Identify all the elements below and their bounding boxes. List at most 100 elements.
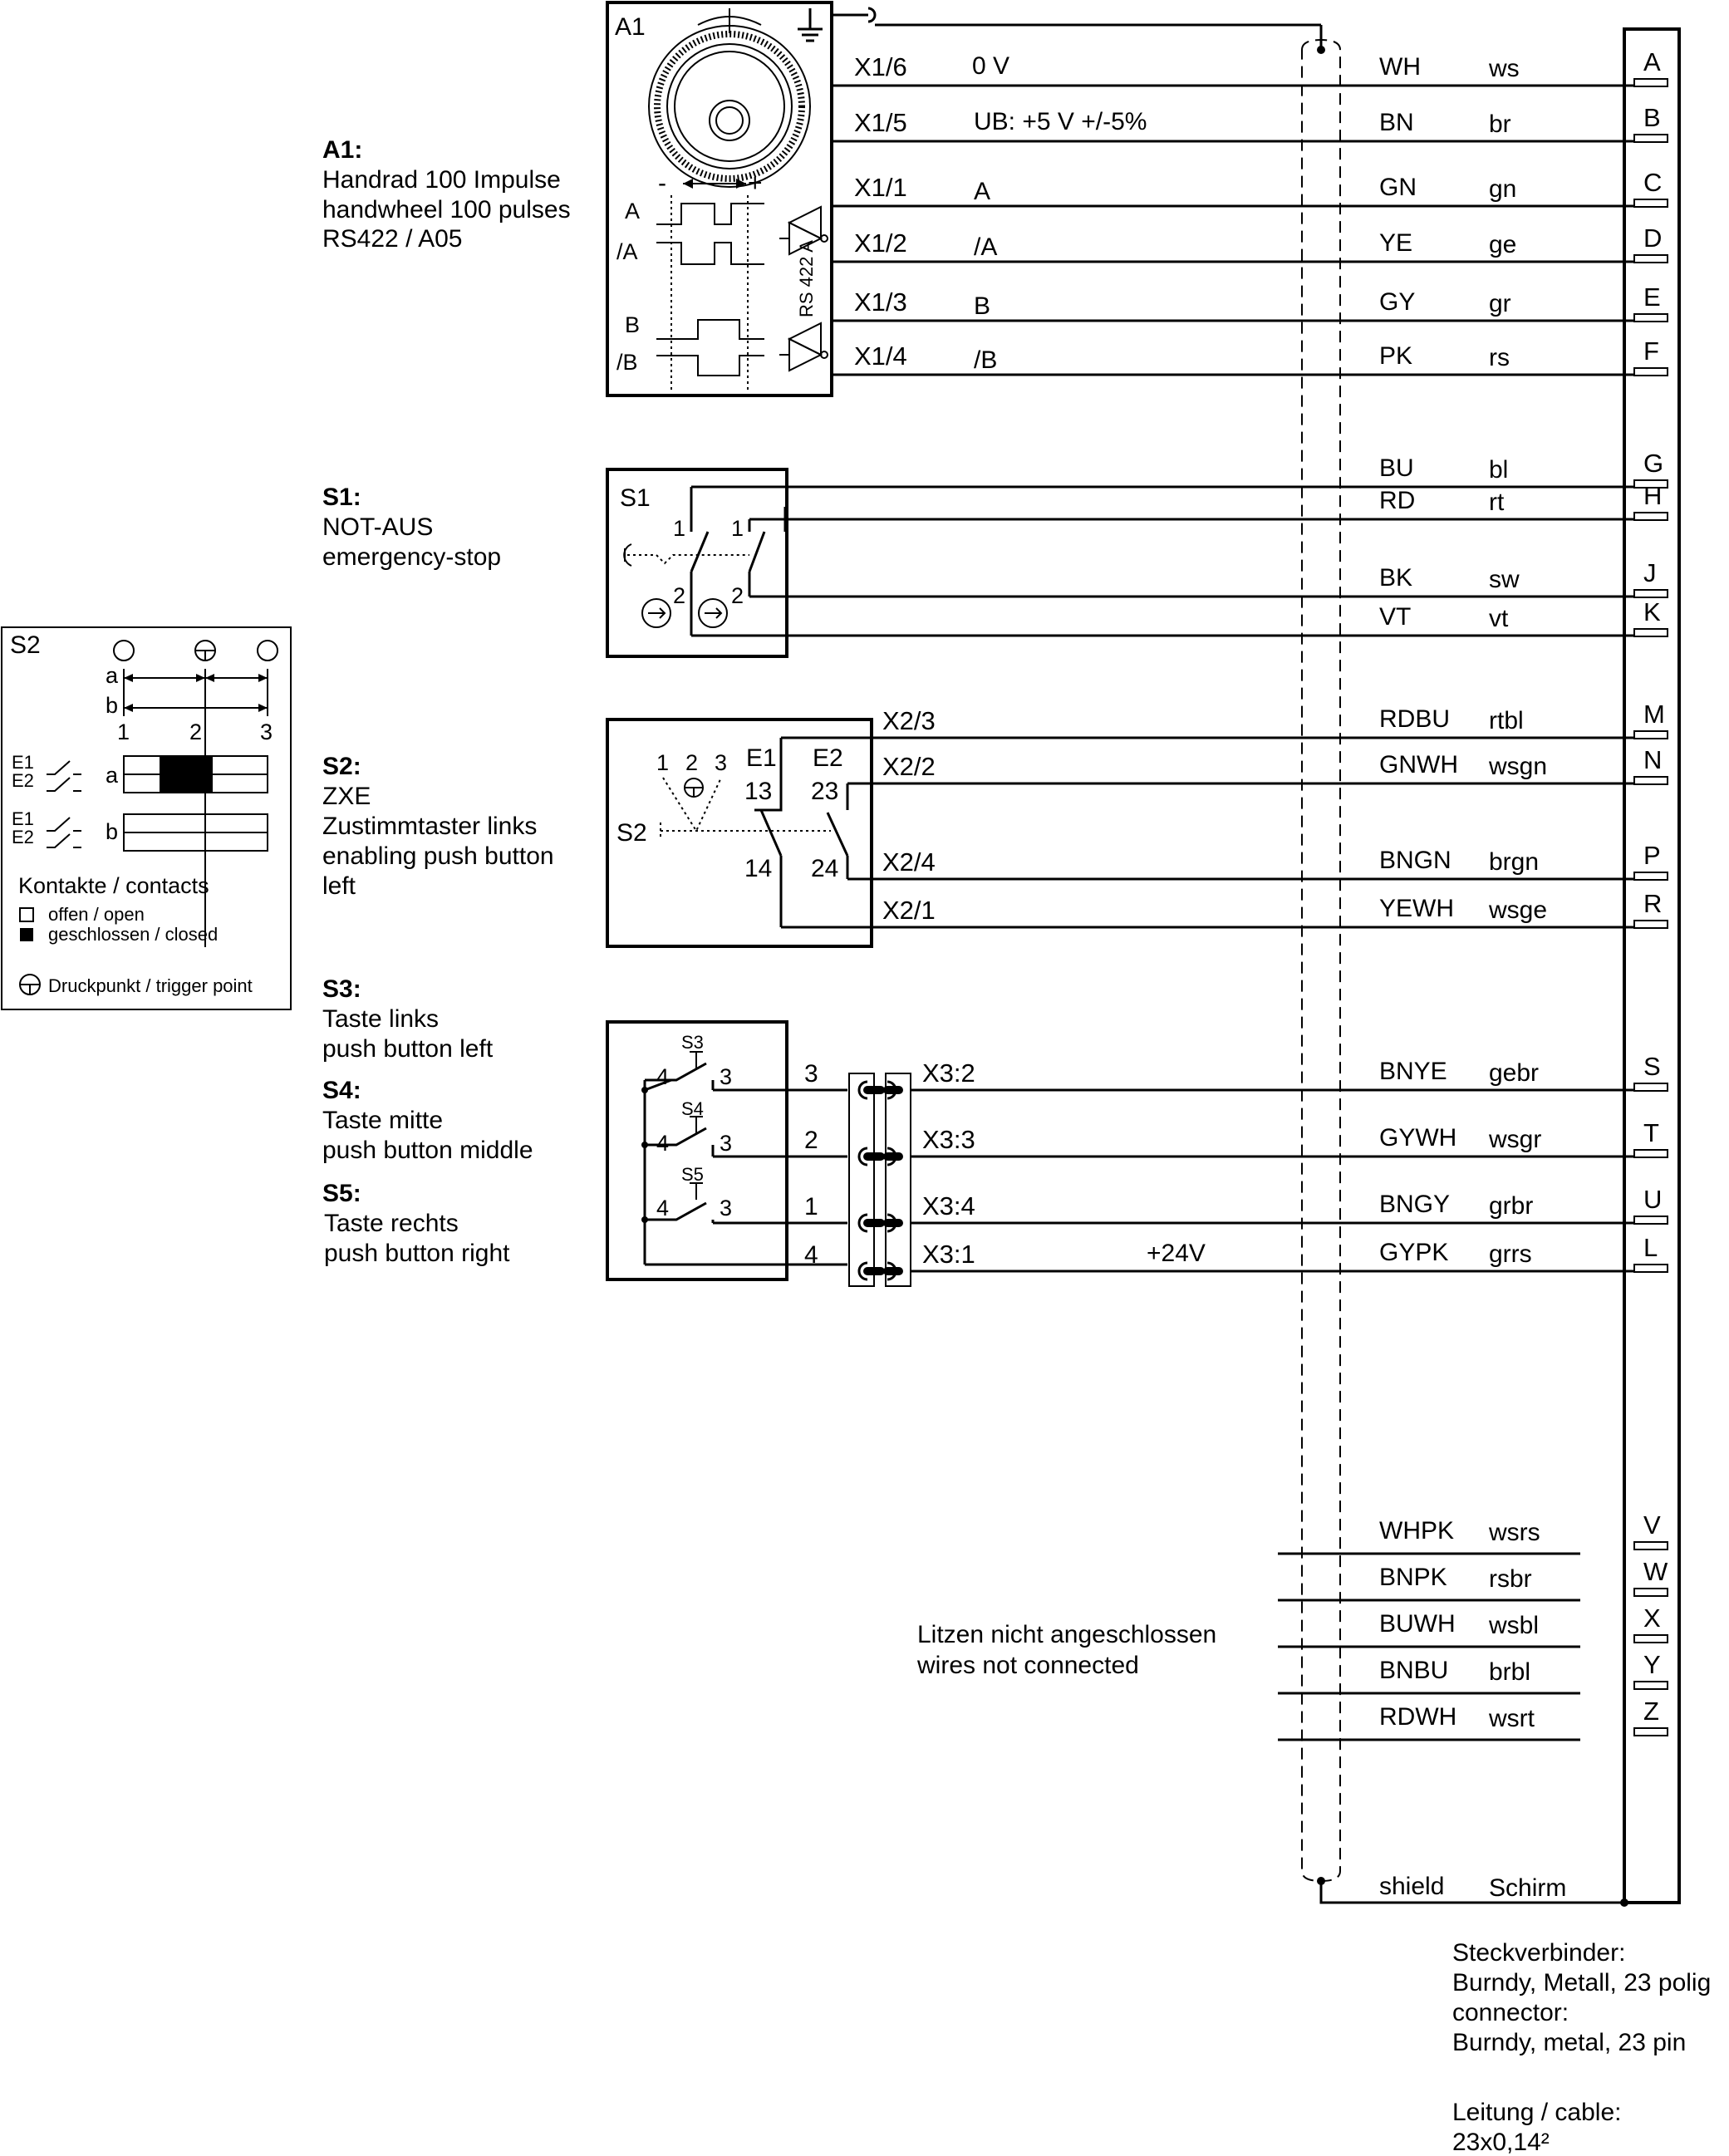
signal-label: /B	[974, 346, 997, 374]
s2-contact-legend: S2 a b 1 2 3 E1 E2 a E1 E2 b	[1, 626, 292, 1010]
s2-t23: 23	[811, 778, 838, 805]
pin-label: X	[1643, 1603, 1661, 1633]
signal-label: B	[974, 292, 990, 320]
legend-e2-b: E2	[12, 827, 34, 847]
rs422-label: RS 422 A	[796, 240, 817, 317]
pin-socket	[1633, 1634, 1668, 1643]
color-name: gebr	[1489, 1059, 1539, 1087]
burndy-connector	[1620, 27, 1681, 1907]
pin-label: J	[1643, 558, 1657, 587]
s2-e2: E2	[813, 744, 843, 772]
color-name: ge	[1489, 231, 1516, 258]
color-name: grbr	[1489, 1192, 1533, 1220]
a1-handwheel-block: A1 - + A /A	[606, 1, 1325, 397]
pin-socket	[1633, 1149, 1668, 1158]
s1-emergency-stop-block: S1 1 1 2 2	[606, 468, 1635, 658]
color-name: wsgr	[1488, 1126, 1541, 1153]
s2-box-label: S2	[616, 819, 647, 847]
s4-term-4: 4	[656, 1131, 669, 1156]
color-code: GNWH	[1379, 751, 1458, 778]
dir-plus: +	[748, 169, 763, 197]
pulse-label-b: B	[625, 312, 640, 337]
color-name: gn	[1489, 175, 1516, 203]
color-code: BNGN	[1379, 847, 1451, 874]
pin-socket	[1633, 730, 1668, 739]
color-name: ws	[1488, 55, 1520, 82]
pin-label: K	[1643, 597, 1661, 626]
color-name: rsbr	[1489, 1565, 1532, 1593]
pin-label: W	[1643, 1557, 1668, 1586]
s2-line-1: ZXE	[322, 783, 371, 810]
s2-line-2: Zustimmtaster links	[322, 813, 537, 840]
s2-t24: 24	[811, 855, 838, 882]
pin-socket	[1633, 1083, 1668, 1092]
legend-e1-b: E1	[12, 808, 34, 829]
pin-socket	[1633, 628, 1668, 637]
color-code: GYPK	[1379, 1239, 1448, 1266]
pin-socket	[1633, 134, 1668, 143]
pin-label: S	[1643, 1052, 1661, 1081]
s1-line-1: NOT-AUS	[322, 513, 433, 541]
signal-label: A	[974, 178, 990, 205]
s2-t14: 14	[744, 855, 772, 882]
s3-button: S3 4 3	[643, 1032, 847, 1265]
color-code: RDBU	[1379, 705, 1450, 733]
color-name: wsgn	[1488, 753, 1547, 780]
legend-row-a: a	[106, 763, 119, 788]
pin-label: F	[1643, 336, 1659, 366]
pin-label: V	[1643, 1510, 1661, 1540]
s2-pos-1: 1	[656, 750, 669, 775]
legend-contacts-title: Kontakte / contacts	[18, 873, 209, 898]
s1-heading: S1:	[322, 484, 361, 511]
spare-note-1: Litzen nicht angeschlossen	[917, 1621, 1216, 1648]
component-descriptions: A1: Handrad 100 Impulse handwheel 100 pu…	[322, 136, 571, 1267]
color-code: BNBU	[1379, 1657, 1448, 1684]
color-name: brbl	[1489, 1658, 1530, 1686]
legend-row-b-dim: b	[106, 693, 118, 718]
terminal-label: X1/4	[854, 341, 907, 371]
s2-pos-3: 3	[715, 750, 727, 775]
signal-label: +24V	[1147, 1240, 1206, 1267]
local-terminal-label: 2	[804, 1127, 818, 1154]
color-code: BNGY	[1379, 1191, 1450, 1218]
pin-label: A	[1643, 47, 1661, 76]
s1-rotate-icon-1	[641, 598, 671, 628]
shield-code: shield	[1379, 1873, 1444, 1900]
s1-contact-a-1: 1	[673, 516, 685, 541]
pin-label: U	[1643, 1185, 1662, 1214]
s5-term-3: 3	[720, 1196, 732, 1220]
plug-symbol	[857, 1261, 868, 1281]
color-code: GYWH	[1379, 1124, 1456, 1152]
connector-note-2: Burndy, Metall, 23 polig	[1452, 1969, 1711, 1996]
pin-label: L	[1643, 1233, 1658, 1262]
legend-open: offen / open	[48, 904, 145, 925]
s3-heading: S3:	[322, 975, 361, 1003]
s2-e1: E1	[746, 744, 777, 772]
color-code: YEWH	[1379, 895, 1454, 922]
signal-label: /A	[974, 233, 997, 261]
pin-label: M	[1643, 700, 1665, 729]
plug-symbol	[857, 1213, 868, 1233]
s4-heading: S4:	[322, 1077, 361, 1104]
pin-label: H	[1643, 481, 1662, 510]
pin-socket	[1633, 589, 1668, 598]
color-code: BNYE	[1379, 1058, 1447, 1085]
pin-label: Z	[1643, 1697, 1659, 1726]
legend-pos-1: 1	[117, 719, 130, 744]
